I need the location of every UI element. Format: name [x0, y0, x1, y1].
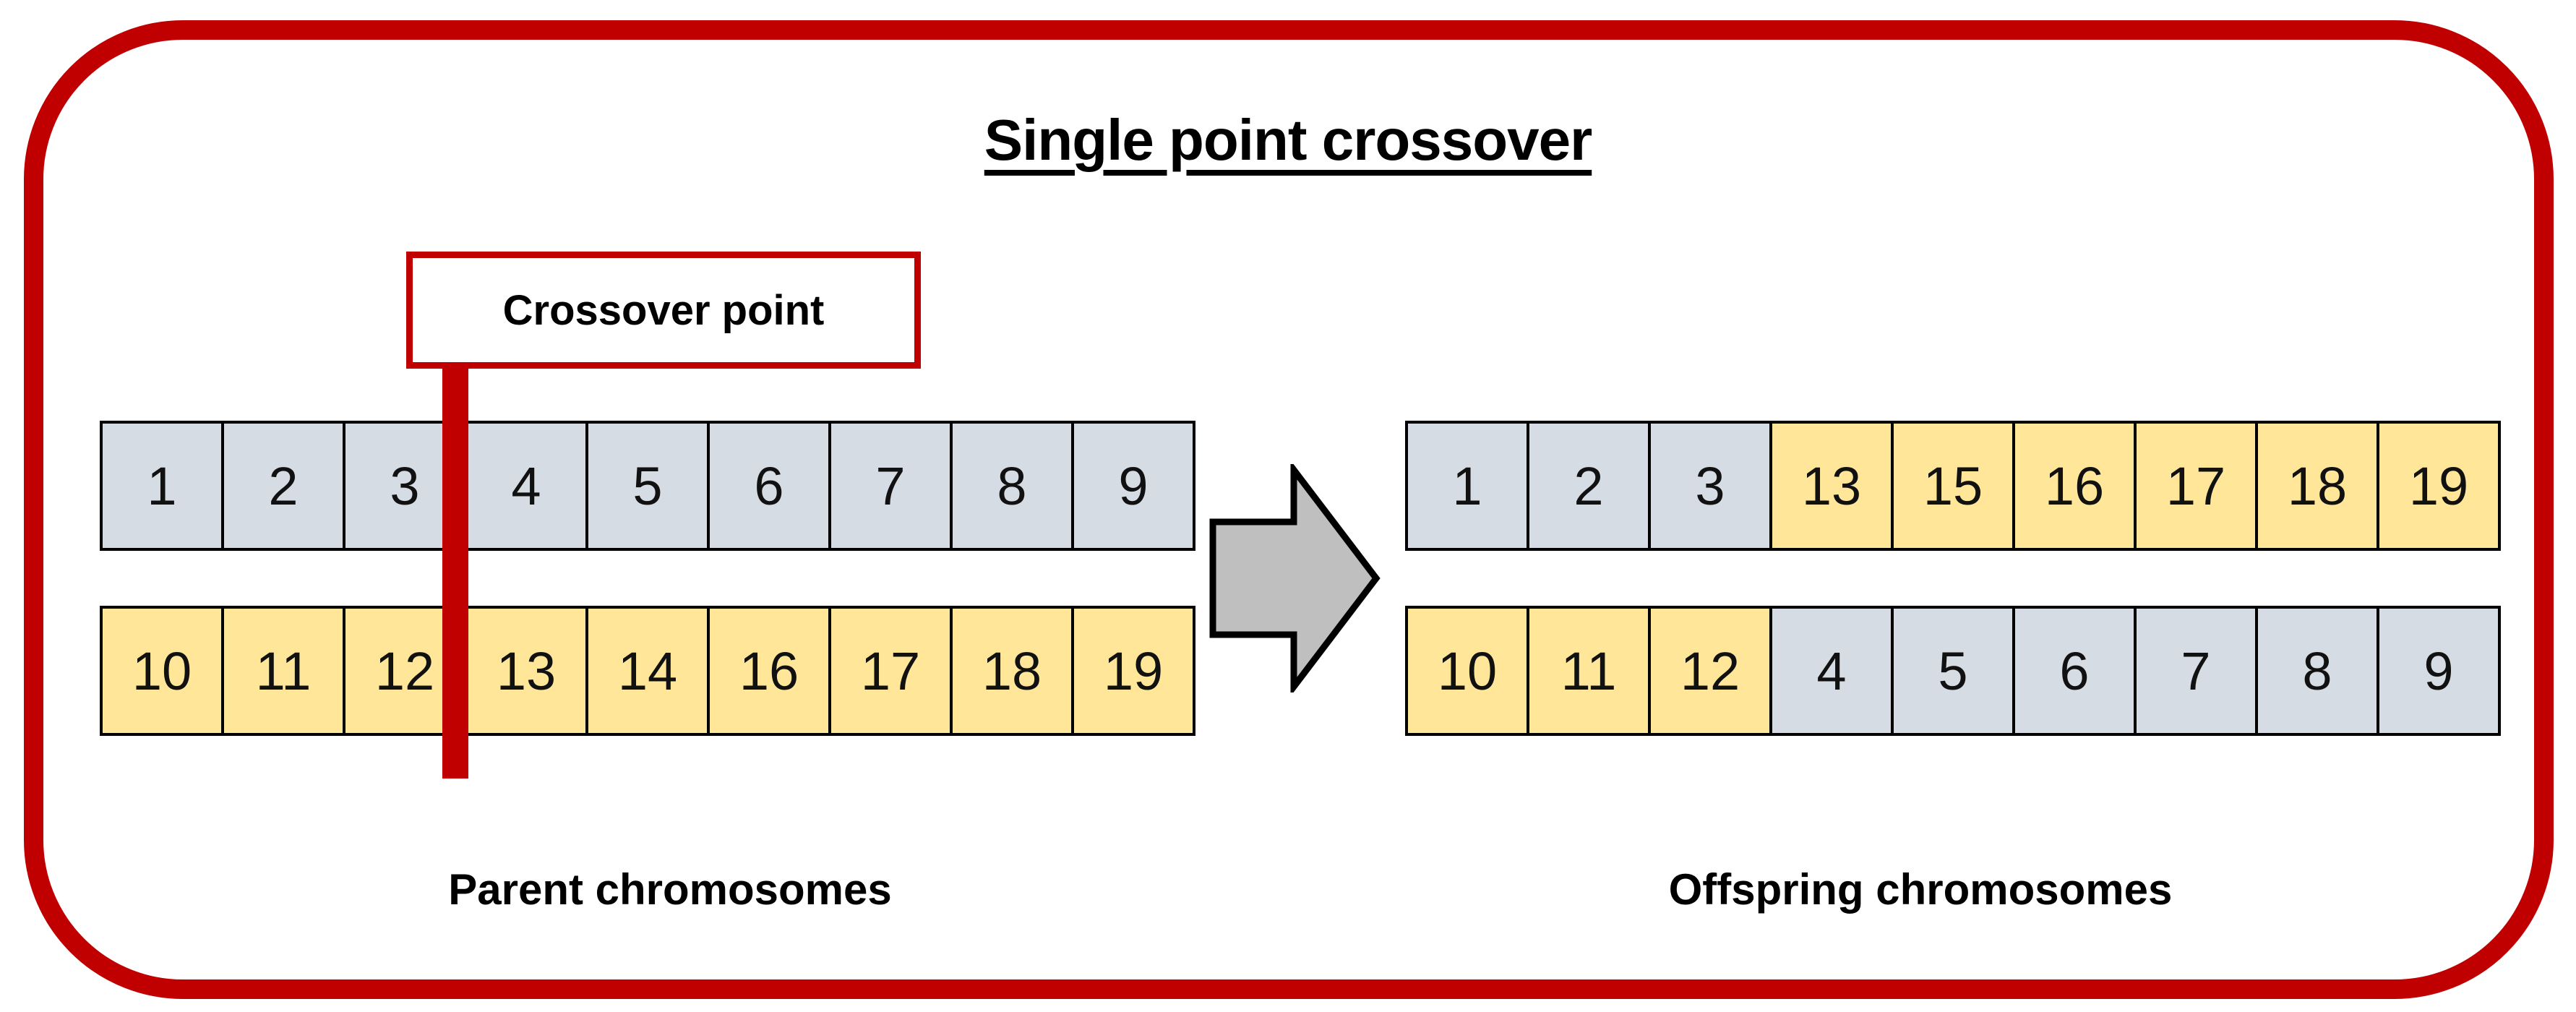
arrow-shape — [1209, 460, 1381, 697]
chromosome-cell: 8 — [2255, 609, 2377, 733]
chromosome-cell: 8 — [950, 424, 1071, 548]
chromosome-cell: 6 — [707, 424, 828, 548]
chromosome-cell: 18 — [950, 609, 1071, 733]
chromosome-cell: 17 — [2134, 424, 2255, 548]
chromosome-cell: 9 — [2377, 609, 2498, 733]
chromosome-cell: 11 — [1527, 609, 1648, 733]
crossover-point-label: Crossover point — [502, 286, 825, 334]
chromosome-cell: 7 — [828, 424, 950, 548]
chromosome-cell: 16 — [2012, 424, 2134, 548]
chromosome-cell: 14 — [585, 609, 707, 733]
chromosome-cell: 16 — [707, 609, 828, 733]
parent-chromosomes-caption: Parent chromosomes — [448, 865, 892, 914]
outer-red-frame — [24, 20, 2554, 999]
chromosome-cell: 18 — [2255, 424, 2377, 548]
chromosome-cell: 1 — [103, 424, 221, 548]
chromosome-cell: 13 — [1769, 424, 1891, 548]
chromosome-cell: 17 — [828, 609, 950, 733]
chromosome-cell: 6 — [2012, 609, 2134, 733]
chromosome-cell: 10 — [103, 609, 221, 733]
diagram-title: Single point crossover — [984, 108, 1592, 172]
chromosome-cell: 2 — [1527, 424, 1648, 548]
chromosome-cell: 19 — [1071, 609, 1193, 733]
offspring-chromosomes-caption: Offspring chromosomes — [1668, 865, 2173, 914]
chromosome-cell: 19 — [2377, 424, 2498, 548]
right-block-arrow-icon — [1208, 460, 1382, 697]
chromosome-cell: 10 — [1408, 609, 1527, 733]
chromosome-cell: 15 — [1891, 424, 2012, 548]
chromosome-cell: 13 — [464, 609, 585, 733]
chromosome-cell: 5 — [585, 424, 707, 548]
chromosome-cell: 4 — [1769, 609, 1891, 733]
crossover-point-line — [442, 365, 468, 779]
chromosome-cell: 4 — [464, 424, 585, 548]
chromosome-cell: 7 — [2134, 609, 2255, 733]
chromosome-cell: 3 — [1648, 424, 1769, 548]
chromosome-cell: 1 — [1408, 424, 1527, 548]
crossover-point-label-box: Crossover point — [406, 252, 921, 369]
chromosome-cell: 5 — [1891, 609, 2012, 733]
chromosome-cell: 9 — [1071, 424, 1193, 548]
chromosome-cell: 11 — [221, 609, 343, 733]
chromosome-cell: 12 — [1648, 609, 1769, 733]
chromosome-cell: 2 — [221, 424, 343, 548]
